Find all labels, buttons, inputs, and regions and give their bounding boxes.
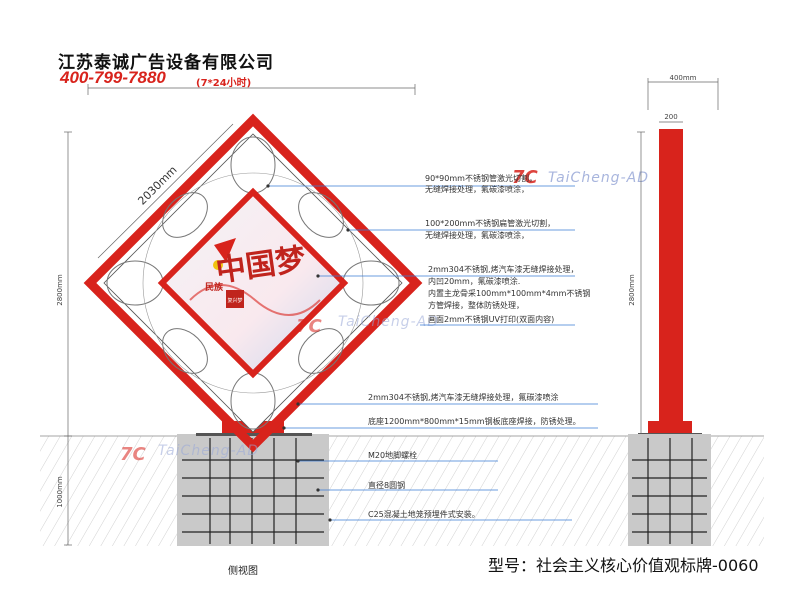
watermark-middle: 7C TaiCheng-AD [296,314,439,337]
annotation-4: 无缝焊接处理，氟碳漆喷涂， [425,230,529,240]
svg-text:TaiCheng-AD: TaiCheng-AD [338,314,439,330]
annotation-9: 画面2mm不锈钢UV打印(双面内容) [428,314,554,324]
rebar-cage-front [182,438,324,544]
seal-stamp [226,290,244,308]
annotation-7: 内置主龙骨采100mm*100mm*4mm不锈钢 [428,288,590,298]
side-view-caption: 侧视图 [228,566,258,577]
wing-emblem [214,238,236,262]
seal-text: 复兴梦 [227,297,242,304]
annotation-10: 2mm304不锈钢,烤汽车漆无缝焊接处理，氟碳漆喷涂 [368,392,559,402]
annotation-2: 无缝焊接处理，氟碳漆喷涂， [425,184,529,194]
svg-text:7C: 7C [120,444,147,465]
service-hours: (7*24小时) [196,78,252,89]
sign-small-text: 民族 [205,281,224,293]
annotation-5: 2mm304不锈钢,烤汽车漆无缝焊接处理， [428,264,579,274]
star-emblem [213,260,223,270]
leader-dots [266,184,350,522]
pole-width-inner: 200 [664,113,677,121]
width-dimension-line [97,123,234,259]
annotation-11: 底座1200mm*800mm*15mm钢板底座焊接，防锈处理。 [368,416,581,426]
rebar-cage-side [632,438,707,544]
diamond-sign [83,113,423,453]
pole-width-top: 400mm [670,74,697,82]
concrete-foundation-front [177,434,329,546]
annotation-6: 内凹20mm，氟碳漆喷涂. [428,276,520,286]
watermark-top: 7C TaiCheng-AD [512,167,649,188]
phone-number: 400-799-7880 [60,68,166,87]
svg-text:7C: 7C [296,316,323,337]
annotation-13: 直径8圆钢 [368,480,405,490]
svg-text:7C: 7C [512,167,539,188]
model-label: 型号：社会主义核心价值观标牌-0060 [488,556,759,575]
svg-text:TaiCheng-AD: TaiCheng-AD [158,443,259,459]
company-name: 江苏泰诚广告设备有限公司 [58,53,274,73]
side-view-pole: 400mm 200 [638,74,719,436]
height-label-right: 2800mm [628,274,636,306]
leader-lines [268,185,598,521]
svg-text:TaiCheng-AD: TaiCheng-AD [548,170,649,186]
watermark-bottom: 7C TaiCheng-AD [120,443,259,465]
height-label-left: 2800mm [56,274,64,306]
annotation-14: C25混凝土地笼预埋件式安装。 [368,509,480,519]
annotation-12: M20地脚螺栓 [368,450,417,460]
annotation-3: 100*200mm不锈钢扁管激光切割， [425,218,555,228]
base-steel-plate-front [196,433,312,436]
annotation-8: 方管焊接，整体防锈处理， [428,300,524,310]
depth-label: 1000mm [56,476,64,508]
annotation-1: 90*90mm不锈钢管激光切割， [425,173,537,183]
